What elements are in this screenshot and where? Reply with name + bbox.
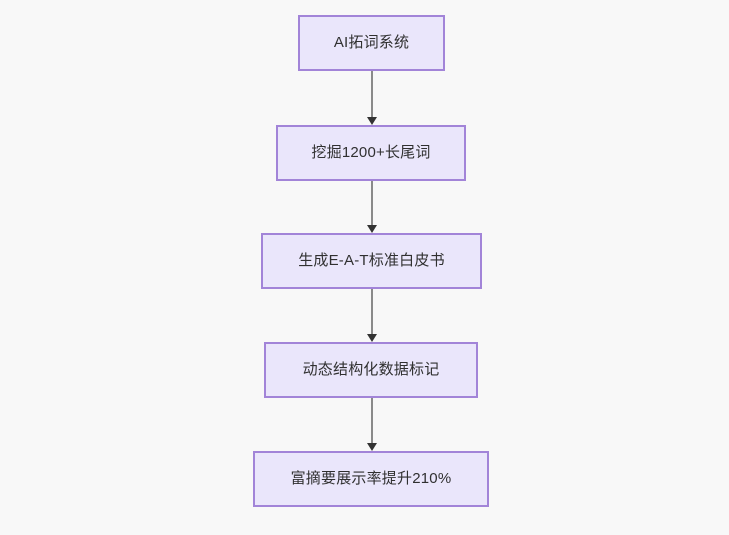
arrowhead-icon [367, 334, 377, 342]
flow-node-label: AI拓词系统 [333, 34, 410, 51]
flow-node[interactable]: 富摘要展示率提升210% [253, 451, 489, 507]
flow-node[interactable]: 挖掘1200+长尾词 [276, 125, 466, 181]
edge-line [371, 71, 373, 119]
edge-line [371, 289, 373, 336]
flow-node-label: 动态结构化数据标记 [302, 361, 440, 378]
flow-node-label: 富摘要展示率提升210% [290, 470, 452, 487]
arrowhead-icon [367, 117, 377, 125]
arrowhead-icon [367, 443, 377, 451]
flow-node-label: 挖掘1200+长尾词 [311, 144, 431, 161]
arrowhead-icon [367, 225, 377, 233]
edge-line [371, 398, 373, 445]
flow-node[interactable]: 生成E-A-T标准白皮书 [261, 233, 482, 289]
flow-node-label: 生成E-A-T标准白皮书 [298, 252, 445, 269]
flow-node[interactable]: AI拓词系统 [298, 15, 445, 71]
edge-line [371, 181, 373, 227]
flow-node[interactable]: 动态结构化数据标记 [264, 342, 478, 398]
